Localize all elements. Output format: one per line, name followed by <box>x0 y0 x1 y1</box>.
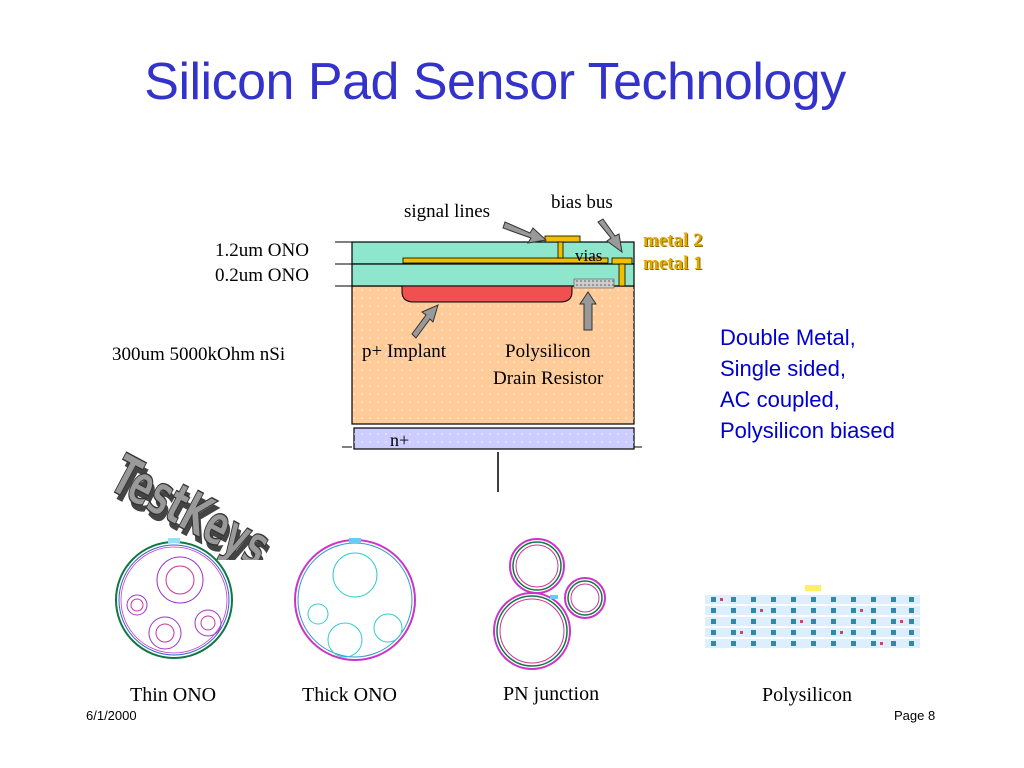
polysilicon-resistor <box>573 278 615 289</box>
feature-list: Double Metal, Single sided, AC coupled, … <box>720 322 895 446</box>
ono-guide-lines <box>335 241 642 448</box>
bias-bus <box>611 257 633 265</box>
metal2-signal-pad <box>544 235 581 243</box>
thick-ono-label: 1.2um ONO <box>215 240 309 261</box>
pn-junction-testkey <box>493 538 606 670</box>
resistor-label-line1: Polysilicon <box>505 341 591 362</box>
thin-ono-label: 0.2um ONO <box>215 265 309 286</box>
signal-lines-label: signal lines <box>404 201 491 222</box>
feature-line: Single sided, <box>720 356 846 381</box>
metal1-line <box>402 257 609 264</box>
caption-polysilicon: Polysilicon <box>762 684 853 706</box>
feature-line: Double Metal, <box>720 325 856 350</box>
slide-title: Silicon Pad Sensor Technology <box>144 53 846 111</box>
thick-ono-testkey <box>294 538 416 661</box>
testkeys-logo: TestKeys TestKeys <box>100 442 283 560</box>
nplus-label: n+ <box>390 430 410 450</box>
arrow-resistor <box>579 291 597 331</box>
p-implant <box>401 285 573 303</box>
resistor-label-line2: Drain Resistor <box>493 368 604 389</box>
substrate-label: 300um 5000kOhm nSi <box>112 344 286 365</box>
arrow-signal-lines <box>502 221 548 244</box>
arrow-implant <box>411 304 439 339</box>
bias-bus-label: bias bus <box>551 192 613 213</box>
vias-label: vias <box>575 246 603 265</box>
feature-line: Polysilicon biased <box>720 418 895 443</box>
metal1-label: metal 1 <box>643 253 703 274</box>
caption-thick-ono: Thick ONO <box>302 684 397 706</box>
footer-date: 6/1/2000 <box>86 708 137 723</box>
polysilicon-testkey <box>705 585 920 648</box>
caption-pn-junction: PN junction <box>503 683 600 705</box>
caption-thin-ono: Thin ONO <box>130 684 217 706</box>
footer-page-number: Page 8 <box>894 708 936 723</box>
thin-ono-testkey <box>115 538 233 659</box>
arrow-bias-bus <box>597 218 623 254</box>
implant-label: p+ Implant <box>362 341 447 362</box>
feature-line: AC coupled, <box>720 387 840 412</box>
metal2-label: metal 2 <box>643 230 703 251</box>
